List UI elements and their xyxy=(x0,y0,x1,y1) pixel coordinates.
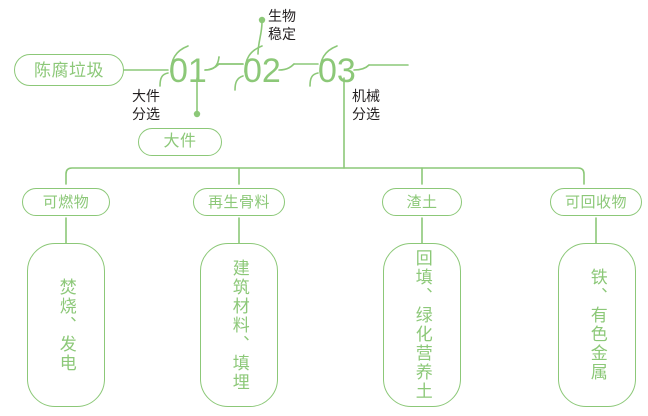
step-number-02[interactable]: 02 xyxy=(243,52,281,90)
step-note-bio-stabilization: 生物 稳定 xyxy=(268,8,296,42)
curve-step01-lower xyxy=(159,72,169,87)
curve-step01-exit xyxy=(204,63,220,71)
node-destination-backfill-soil[interactable]: 回填、绿化营养土 xyxy=(383,243,461,407)
dot-bulky-branch xyxy=(193,110,201,118)
node-destination-metals[interactable]: 铁、有色金属 xyxy=(558,243,636,407)
curve-step02-lower xyxy=(234,75,244,91)
step-note-bulky-sorting: 大件 分选 xyxy=(132,88,160,122)
destination-text: 建筑材料、填埋 xyxy=(229,258,249,392)
step-note-mechanical-sorting: 机械 分选 xyxy=(352,88,380,122)
dot-bio-branch xyxy=(258,16,266,24)
line-distribution-bar xyxy=(65,167,585,185)
destination-text: 回填、绿化营养土 xyxy=(412,249,432,401)
node-output-bulky[interactable]: 大件 xyxy=(138,128,222,156)
node-source-waste[interactable]: 陈腐垃圾 xyxy=(14,54,124,86)
node-destination-incineration[interactable]: 焚烧、发电 xyxy=(27,243,105,407)
node-category-slag-soil[interactable]: 渣土 xyxy=(382,188,462,216)
curve-step03-upper xyxy=(319,45,338,73)
destination-text: 铁、有色金属 xyxy=(587,268,607,382)
step-number-03[interactable]: 03 xyxy=(318,52,356,90)
curve-step03-exit xyxy=(353,64,370,71)
curve-step02-exit xyxy=(278,63,295,71)
node-destination-building-material[interactable]: 建筑材料、填埋 xyxy=(200,243,278,407)
node-category-recycled-aggregate[interactable]: 再生骨料 xyxy=(193,188,285,216)
destination-text: 焚烧、发电 xyxy=(56,277,76,373)
node-category-combustible[interactable]: 可燃物 xyxy=(22,188,110,216)
curve-step03-lower xyxy=(309,72,319,87)
node-category-recyclables[interactable]: 可回收物 xyxy=(550,188,642,216)
step-number-01[interactable]: 01 xyxy=(169,52,207,90)
line-step02-riser xyxy=(257,21,263,55)
curve-step01-upper xyxy=(170,45,189,73)
